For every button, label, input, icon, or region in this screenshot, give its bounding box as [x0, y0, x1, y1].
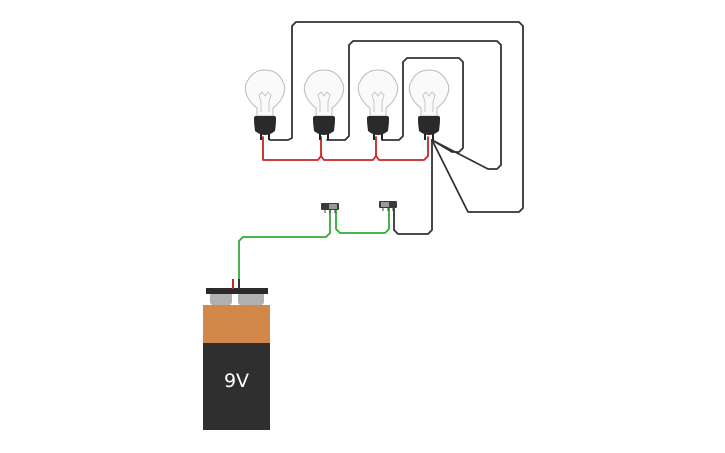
bulb-socket — [418, 116, 440, 123]
battery-body — [203, 343, 270, 430]
green-wire-battery-switch-1[interactable] — [238, 207, 331, 287]
bulb-glass — [357, 69, 399, 117]
black-wire-to-switch-2[interactable] — [393, 139, 433, 235]
bulb-4[interactable] — [408, 69, 450, 140]
battery-terminal-positive — [238, 292, 264, 305]
battery-top — [203, 305, 270, 343]
bulb-socket-base — [418, 122, 440, 135]
switch-1[interactable] — [321, 203, 339, 213]
bulb-glass — [303, 69, 345, 117]
bulb-filament — [317, 91, 331, 112]
green-wire-switch-1-switch-2[interactable] — [335, 205, 390, 234]
bulb-socket-base — [254, 122, 276, 135]
bulb-glass — [408, 69, 450, 117]
bulb-glass — [244, 69, 286, 117]
battery-label: 9V — [224, 370, 249, 392]
battery-terminal-negative — [210, 292, 232, 305]
switch-2[interactable] — [379, 201, 397, 211]
bulb-filament — [422, 91, 436, 112]
bulb-filament — [258, 91, 272, 112]
green-wires — [238, 205, 390, 287]
black-wires — [269, 21, 524, 235]
red-wire-bulbs[interactable] — [262, 136, 429, 161]
switch-slider[interactable] — [381, 202, 389, 207]
red-wires — [262, 136, 429, 161]
switch-slider[interactable] — [329, 204, 337, 209]
battery-9v[interactable]: 9V — [203, 279, 270, 430]
bulb-2[interactable] — [303, 69, 345, 140]
bulb-socket — [254, 116, 276, 123]
bulb-filament — [371, 91, 385, 112]
bulb-1[interactable] — [244, 69, 286, 140]
black-wire-bulb-2[interactable] — [326, 40, 502, 170]
black-wire-bulb-3[interactable] — [381, 57, 464, 153]
bulb-socket — [313, 116, 335, 123]
bulb-socket-base — [313, 122, 335, 135]
bulb-socket — [367, 116, 389, 123]
bulb-socket-base — [367, 122, 389, 135]
black-wire-bulb-1[interactable] — [269, 21, 524, 213]
bulb-3[interactable] — [357, 69, 399, 140]
battery-terminal-cap — [206, 288, 268, 294]
